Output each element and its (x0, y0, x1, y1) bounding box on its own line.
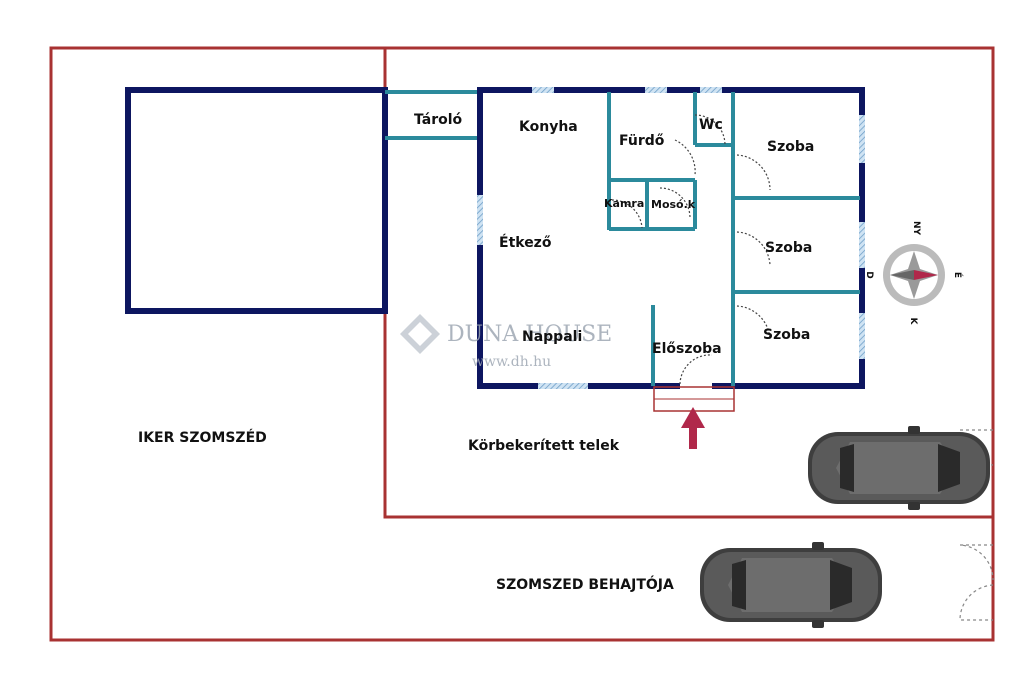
watermark: DUNA HOUSE www.dh.hu (400, 314, 612, 370)
watermark-brand: DUNA HOUSE (447, 322, 612, 347)
entrance-arrow (681, 407, 705, 449)
door-swings (611, 114, 771, 385)
car-icon (700, 542, 882, 628)
car-icon (808, 426, 990, 510)
driveway-label: SZOMSZED BEHAJTÓJA (496, 575, 674, 593)
room-label-szoba-1: Szoba (767, 139, 814, 155)
windows (477, 87, 865, 389)
room-label-konyha: Konyha (519, 119, 578, 135)
room-label-wc: Wc (699, 117, 723, 133)
room-label-moso: Mosó.k (651, 198, 696, 211)
neighbor-building (125, 87, 388, 314)
plot-label: Körbekerített telek (468, 438, 620, 454)
neighbor-label: IKER SZOMSZÉD (138, 429, 267, 446)
room-label-nappali: Nappali (522, 329, 582, 345)
room-label-furdo: Fürdő (619, 133, 665, 149)
compass-icon (883, 244, 945, 306)
room-label-etkezo: Étkező (499, 234, 552, 251)
room-label-szoba-3: Szoba (763, 327, 810, 343)
room-label-eloszoba: Előszoba (652, 341, 722, 357)
compass-west: D (864, 271, 874, 278)
room-label-kamra: Kamra (604, 197, 644, 210)
room-label-szoba-2: Szoba (765, 240, 812, 256)
room-label-tarolo: Tároló (414, 112, 463, 128)
compass-north: NY (911, 221, 921, 236)
watermark-url: www.dh.hu (472, 354, 551, 370)
storage-room (385, 90, 480, 140)
compass-south: K (908, 318, 918, 326)
compass-east: É (952, 272, 964, 278)
interior-walls (607, 92, 860, 386)
